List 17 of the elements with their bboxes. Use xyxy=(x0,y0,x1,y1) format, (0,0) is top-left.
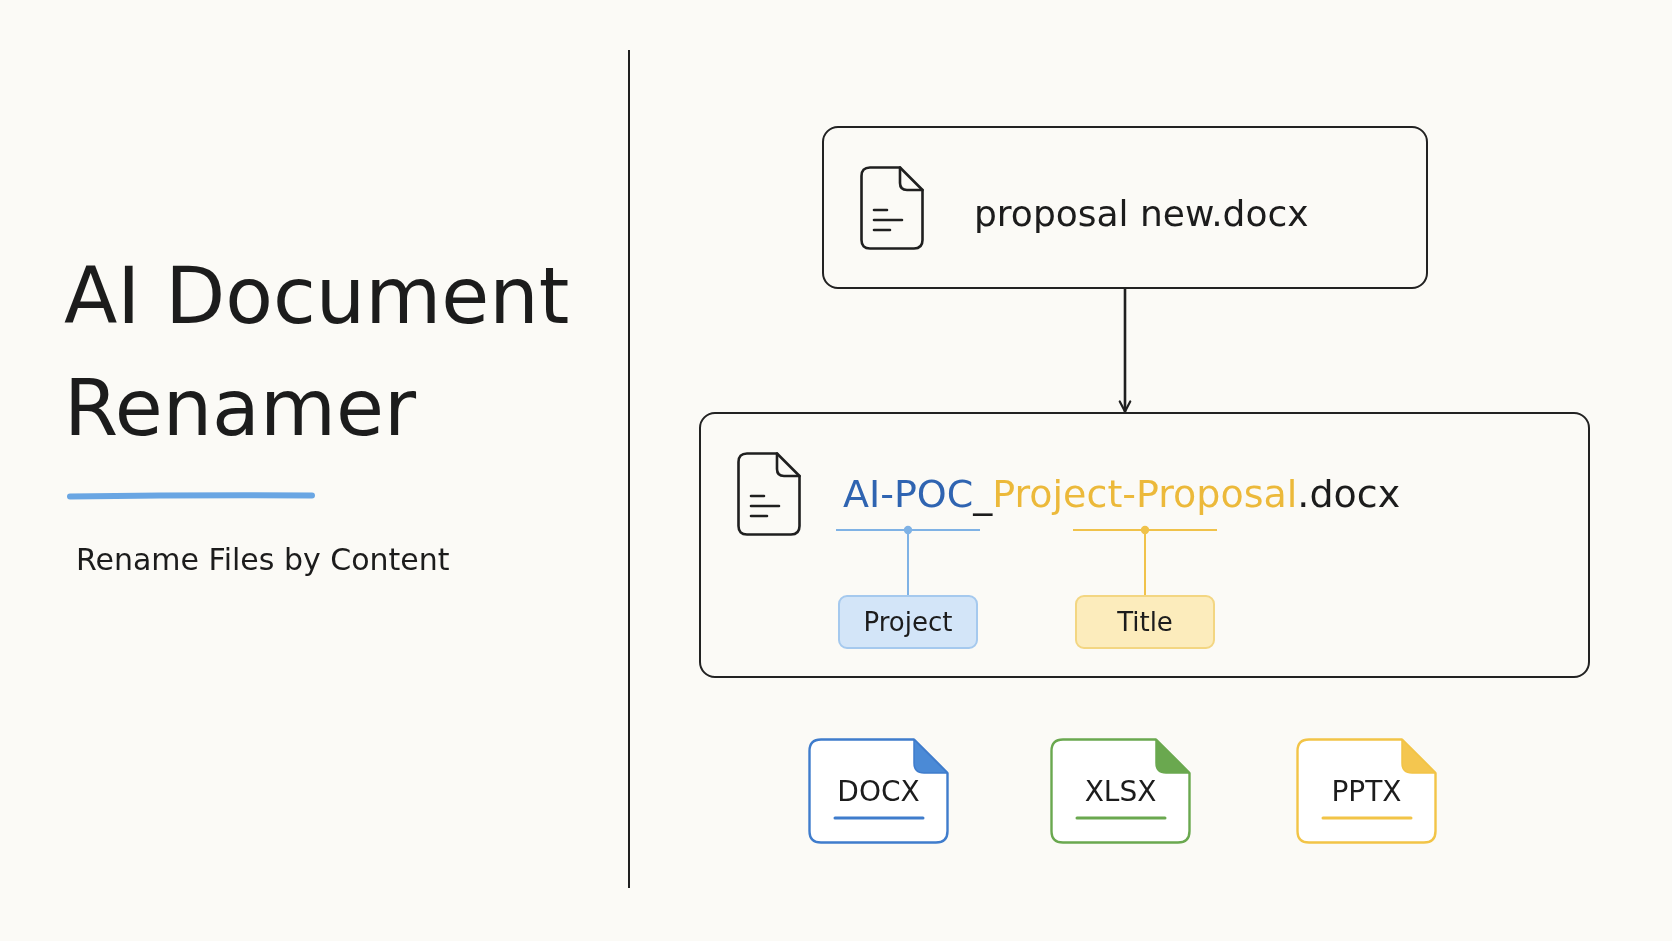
subtitle: Rename Files by Content xyxy=(76,541,450,579)
file-card xyxy=(808,738,949,844)
leader-line xyxy=(903,525,913,596)
title: AI Document Renamer xyxy=(64,250,571,455)
arrow xyxy=(1118,287,1132,414)
tag: Title xyxy=(1075,595,1215,649)
file-type-label: PPTX xyxy=(1331,774,1402,810)
file-card xyxy=(1050,738,1191,844)
file-card xyxy=(1296,738,1437,844)
file-box xyxy=(699,412,1590,678)
tag: Project xyxy=(838,595,978,649)
file-name: AI-POC_Project-Proposal.docx xyxy=(843,471,1401,517)
file-name: proposal new.docx xyxy=(974,192,1309,236)
file-box xyxy=(822,126,1428,289)
leader-line xyxy=(1140,525,1150,596)
file-type-label: DOCX xyxy=(837,774,920,810)
file-type-label: XLSX xyxy=(1084,774,1157,810)
